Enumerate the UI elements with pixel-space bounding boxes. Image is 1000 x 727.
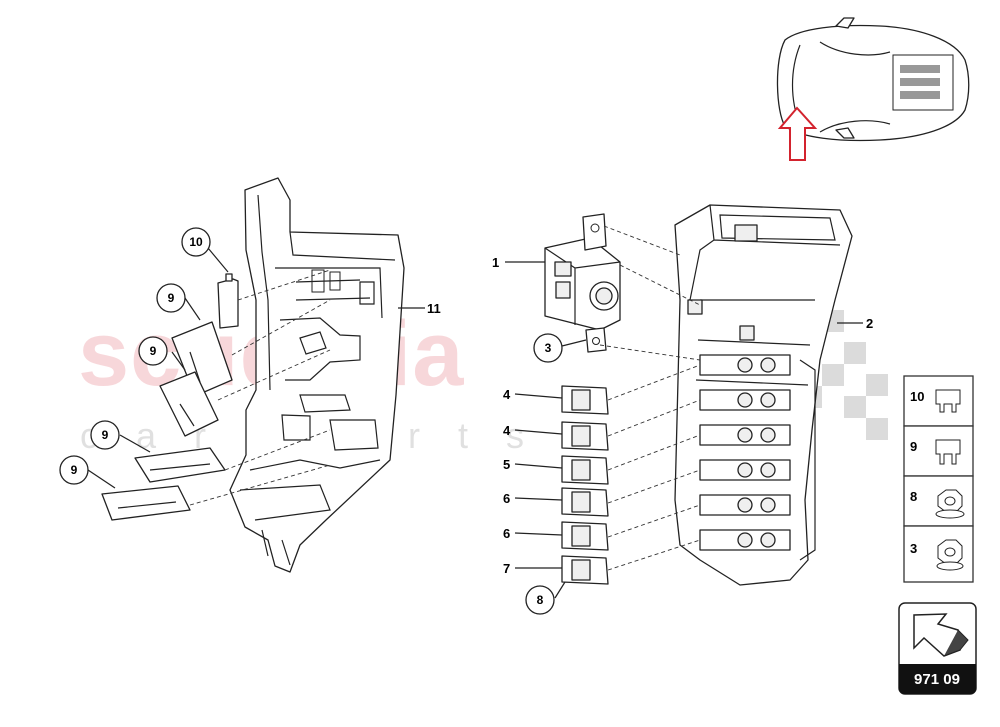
callout-labels: 1 2 4 4 5 6 6 7 11 <box>427 255 873 576</box>
callout-circle-10: 10 <box>181 227 211 257</box>
callout-circle-8: 8 <box>525 585 555 615</box>
location-arrow-icon <box>777 106 818 161</box>
fuse-link-stack <box>561 385 609 585</box>
car-location-icon <box>776 17 970 161</box>
callout-9a: 9 <box>168 291 175 305</box>
legend-number-8: 8 <box>910 489 917 504</box>
right-dashed-guides <box>599 225 701 571</box>
legend-item-10: 10 <box>903 375 974 427</box>
callout-7: 7 <box>503 561 510 576</box>
fuse-link-4b <box>561 421 609 451</box>
left-fuse-set <box>101 273 239 521</box>
fuse-part-9-d <box>101 485 191 521</box>
reference-code: 971 09 <box>914 671 960 688</box>
callout-circle-9b: 9 <box>138 336 168 366</box>
callout-circle-3: 3 <box>533 333 563 363</box>
callout-9b: 9 <box>150 344 157 358</box>
callout-circle-9d: 9 <box>59 455 89 485</box>
nut-icon <box>935 489 965 519</box>
leader-lines <box>87 247 863 599</box>
callout-6a: 6 <box>503 491 510 506</box>
legend-number-3: 3 <box>910 541 917 556</box>
callout-3: 3 <box>545 341 552 355</box>
callout-circle-9c: 9 <box>90 420 120 450</box>
legend-item-8: 8 <box>903 475 974 527</box>
legend-item-9: 9 <box>903 425 974 477</box>
callout-4a: 4 <box>503 387 511 402</box>
left-dashed-guides <box>189 269 331 506</box>
callout-11: 11 <box>427 301 441 316</box>
legend-number-9: 9 <box>910 439 917 454</box>
fuse-holder-part <box>674 204 853 586</box>
fuse-link-4a <box>561 385 609 415</box>
callout-1: 1 <box>492 255 499 270</box>
fuse-link-6a <box>561 487 609 517</box>
callout-circle-9a: 9 <box>156 283 186 313</box>
fuse-part-9-b <box>159 371 219 437</box>
legend-number-10: 10 <box>910 389 924 404</box>
callout-6b: 6 <box>503 526 510 541</box>
direction-arrow-icon <box>913 613 969 657</box>
reference-code-box: 971 09 <box>898 602 977 695</box>
callout-5: 5 <box>503 457 510 472</box>
callout-9c: 9 <box>102 428 109 442</box>
callout-10: 10 <box>189 235 203 249</box>
relay-connector-part <box>544 213 621 353</box>
fuse-link-5 <box>561 455 609 485</box>
fuse-part-10 <box>217 278 239 329</box>
legend-item-3: 3 <box>903 525 974 583</box>
fuse-icon <box>935 389 961 413</box>
fuse-box-bracket-part <box>229 177 405 573</box>
callout-2: 2 <box>866 316 873 331</box>
callout-4b: 4 <box>503 423 511 438</box>
nut-icon <box>936 539 964 571</box>
circled-callouts: 3 8 10 9 9 9 9 <box>59 227 563 615</box>
fuse-link-6b <box>561 521 609 551</box>
callout-9d: 9 <box>71 463 78 477</box>
fuse-link-7 <box>561 555 609 585</box>
parts-legend: 10 9 8 3 <box>903 375 974 583</box>
callout-8: 8 <box>537 593 544 607</box>
fuse-icon <box>935 439 961 465</box>
